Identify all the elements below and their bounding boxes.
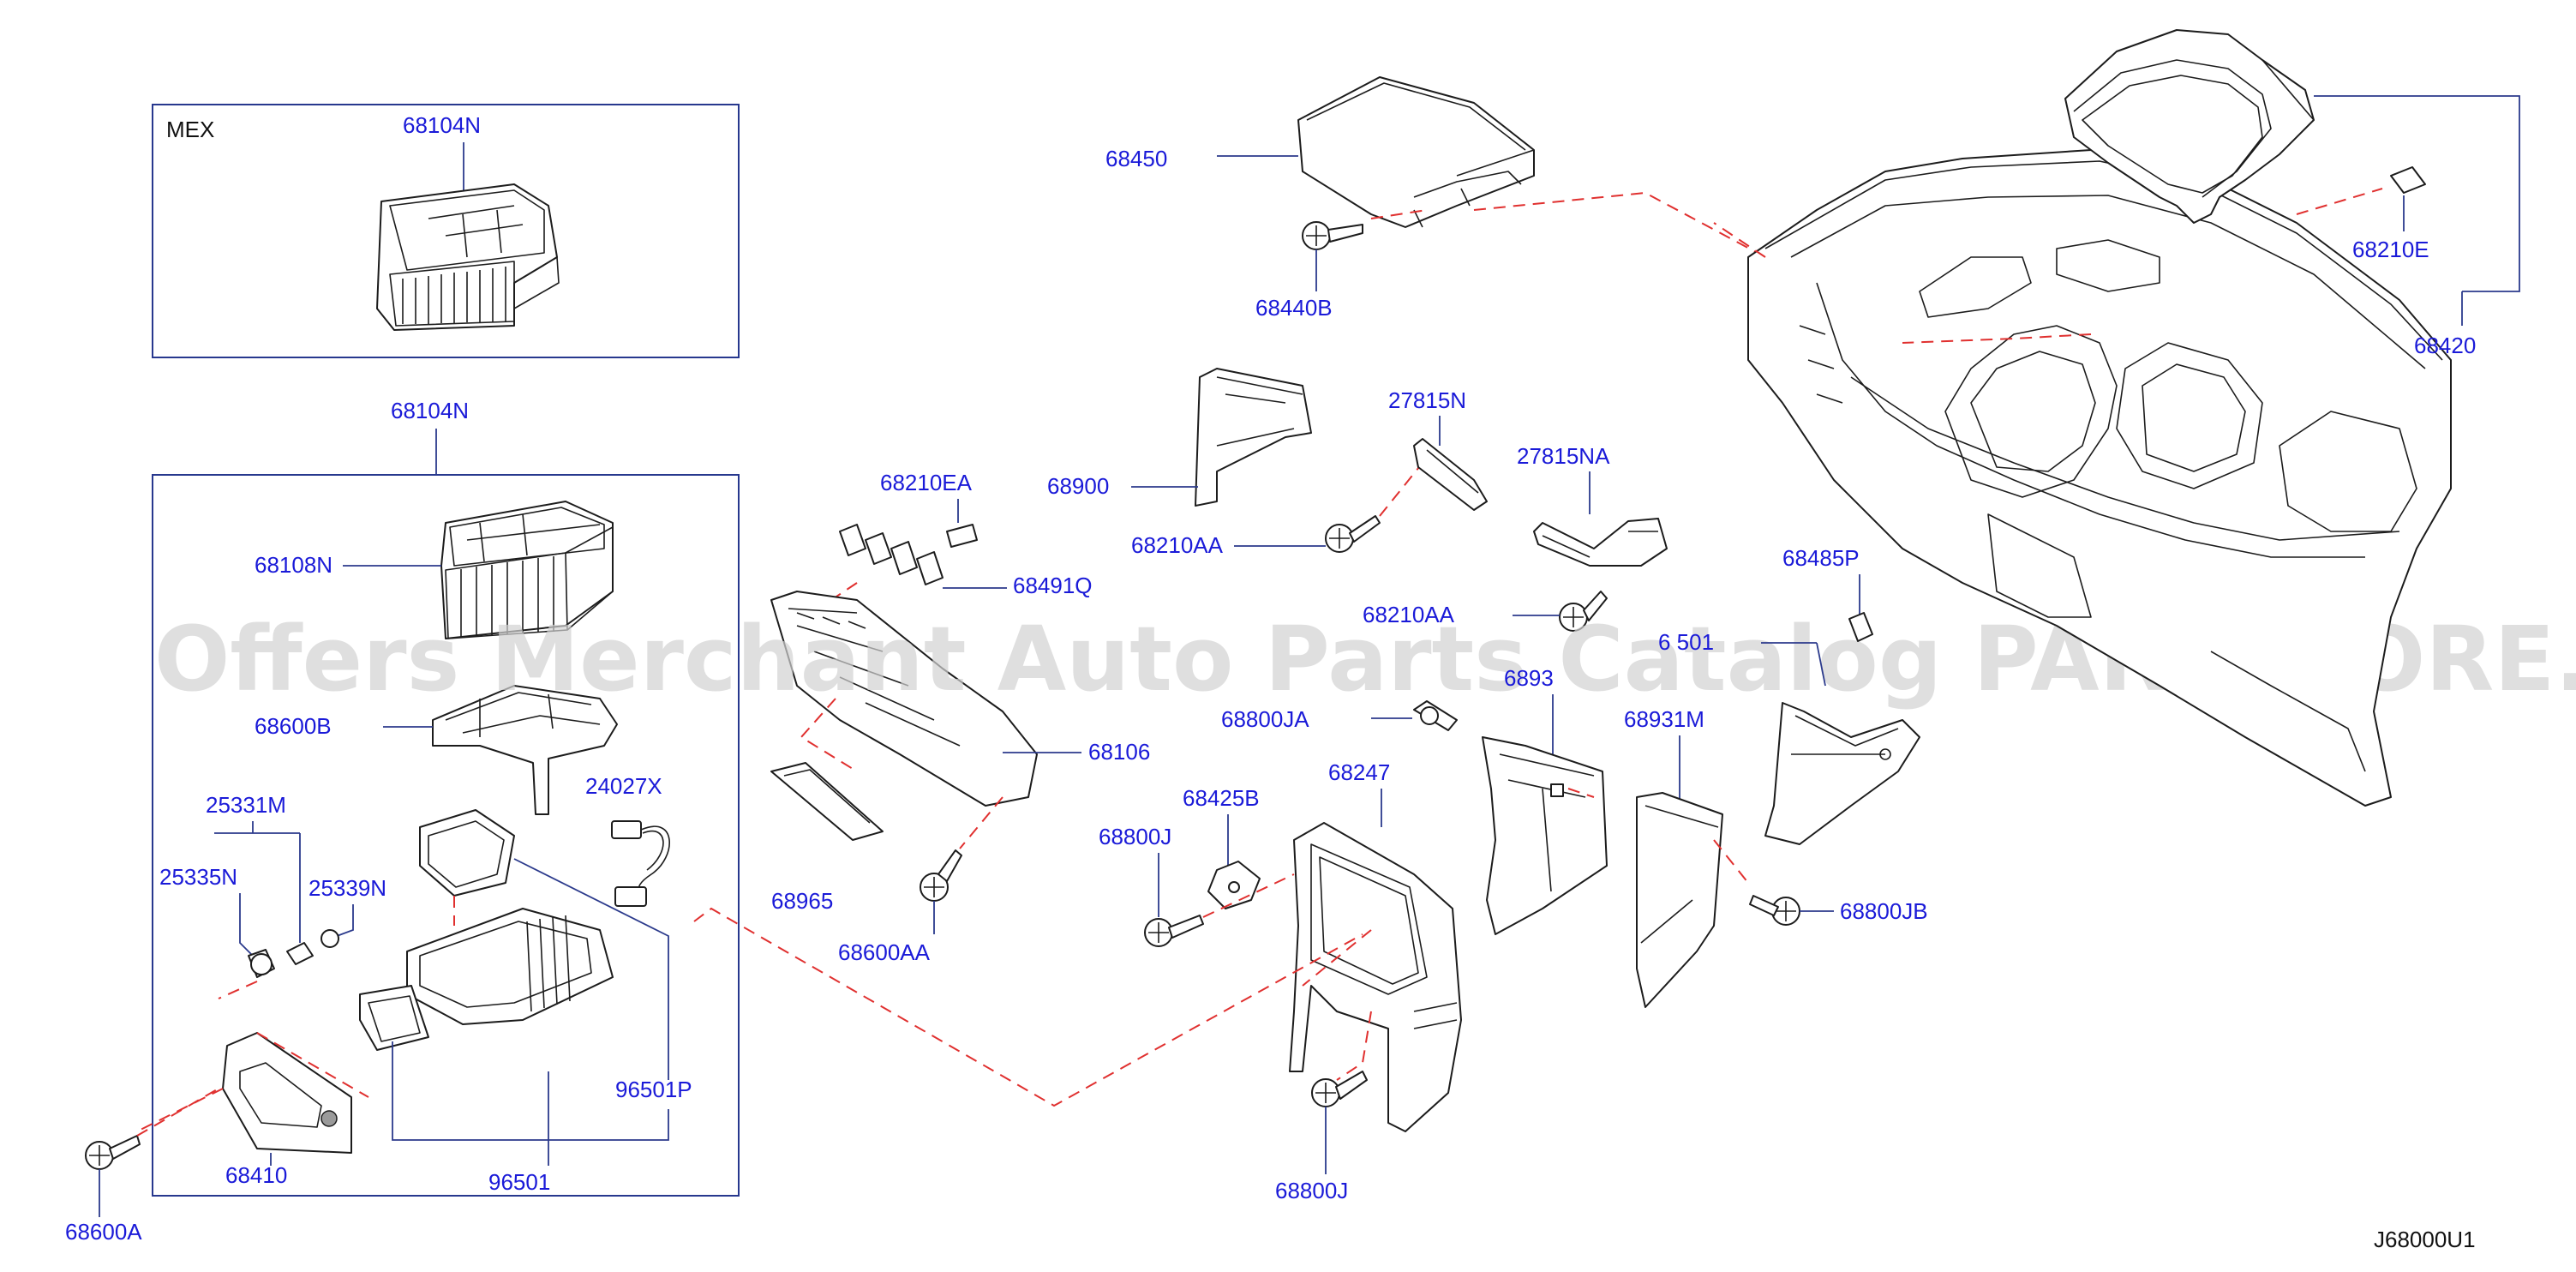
- label-68800J-2[interactable]: 68800J: [1275, 1178, 1348, 1203]
- assembly-part-label[interactable]: 68104N: [391, 398, 469, 423]
- screw-68800JA-part: [1413, 700, 1458, 731]
- variant-label: MEX: [166, 117, 214, 142]
- label-68501-partial[interactable]: 6 501: [1658, 629, 1714, 655]
- finisher-68410-part: [222, 1032, 352, 1154]
- label-68600B[interactable]: 68600B: [255, 713, 332, 739]
- harness-24027X-part: [611, 820, 670, 907]
- label-27815NA[interactable]: 27815NA: [1517, 443, 1610, 469]
- screw-68600AA-part: [920, 849, 962, 902]
- switch-blanks-part: [839, 524, 944, 585]
- screw-68800J-1-part: [1144, 915, 1204, 947]
- ash-tray-assembly-part: [359, 809, 614, 1051]
- label-68106[interactable]: 68106: [1088, 739, 1150, 765]
- lower-cover-part: [1764, 702, 1920, 845]
- label-68108N[interactable]: 68108N: [255, 552, 332, 578]
- label-68931M[interactable]: 68931M: [1624, 706, 1704, 732]
- screw-68600A-part: [85, 1135, 141, 1170]
- instrument-panel-part: [1747, 149, 2452, 807]
- label-96501P[interactable]: 96501P: [615, 1077, 692, 1102]
- cover-panel-part: [1482, 736, 1608, 935]
- lid-68450-part: [1297, 76, 1535, 228]
- bracket-68600B-part: [432, 685, 618, 815]
- socket-part: [248, 929, 339, 978]
- label-68450[interactable]: 68450: [1105, 146, 1167, 171]
- label-68210E[interactable]: 68210E: [2352, 237, 2429, 262]
- label-27815N[interactable]: 27815N: [1388, 387, 1466, 413]
- label-25335N[interactable]: 25335N: [159, 864, 237, 890]
- clip-68485P-part: [1848, 612, 1873, 642]
- label-68210AA-1[interactable]: 68210AA: [1131, 532, 1224, 558]
- label-68800JA[interactable]: 68800JA: [1221, 706, 1309, 732]
- duct-27815NA-part: [1533, 518, 1668, 567]
- label-68600AA[interactable]: 68600AA: [838, 939, 931, 965]
- screw-68210AA-1-part: [1325, 515, 1381, 553]
- label-25331M[interactable]: 25331M: [206, 792, 286, 818]
- label-68210EA[interactable]: 68210EA: [880, 470, 973, 495]
- label-68420[interactable]: 68420: [2414, 333, 2476, 358]
- panel-68931M-part: [1636, 792, 1723, 1008]
- screw-68440B-part: [1302, 221, 1363, 250]
- label-68800JB[interactable]: 68800JB: [1840, 898, 1928, 924]
- bracket-68900-part: [1195, 368, 1312, 507]
- screw-68800JB-part: [1749, 895, 1800, 926]
- label-25339N[interactable]: 25339N: [309, 875, 386, 901]
- diagram-code: J68000U1: [2374, 1227, 2476, 1252]
- label-6893-partial[interactable]: 6893: [1504, 665, 1554, 691]
- assembly-frame: [152, 474, 740, 1197]
- label-68440B[interactable]: 68440B: [1255, 295, 1333, 321]
- label-68600A[interactable]: 68600A: [65, 1219, 142, 1245]
- label-68425B[interactable]: 68425B: [1183, 785, 1260, 811]
- screw-68210AA-2-part: [1559, 591, 1608, 632]
- clip-68210E-part: [2390, 166, 2426, 194]
- label-68800J-1[interactable]: 68800J: [1099, 824, 1171, 849]
- duct-27815N-part: [1413, 438, 1488, 511]
- variant-frame: [152, 104, 740, 358]
- variant-part-label[interactable]: 68104N: [403, 112, 481, 138]
- label-68965[interactable]: 68965: [771, 888, 833, 914]
- cluster-cover-part: [2064, 29, 2315, 224]
- label-68491Q[interactable]: 68491Q: [1013, 573, 1093, 598]
- instrument-panel-lower-68106-part: [770, 591, 1038, 807]
- glove-box-core-part: [440, 501, 614, 639]
- clip-68210EA-part: [946, 524, 978, 548]
- mex-glove-box-part: [376, 183, 560, 331]
- label-68247[interactable]: 68247: [1328, 759, 1390, 785]
- clip-68425B-part: [1207, 861, 1261, 909]
- label-68900[interactable]: 68900: [1047, 473, 1109, 499]
- label-68210AA-2[interactable]: 68210AA: [1363, 602, 1455, 627]
- label-96501[interactable]: 96501: [488, 1169, 550, 1195]
- label-24027X[interactable]: 24027X: [585, 773, 662, 799]
- duct-68247-part: [1289, 822, 1462, 1132]
- pocket-68965-part: [770, 762, 884, 841]
- label-68485P[interactable]: 68485P: [1782, 545, 1860, 571]
- screw-68800J-2-part: [1311, 1071, 1368, 1107]
- label-68410[interactable]: 68410: [225, 1162, 287, 1188]
